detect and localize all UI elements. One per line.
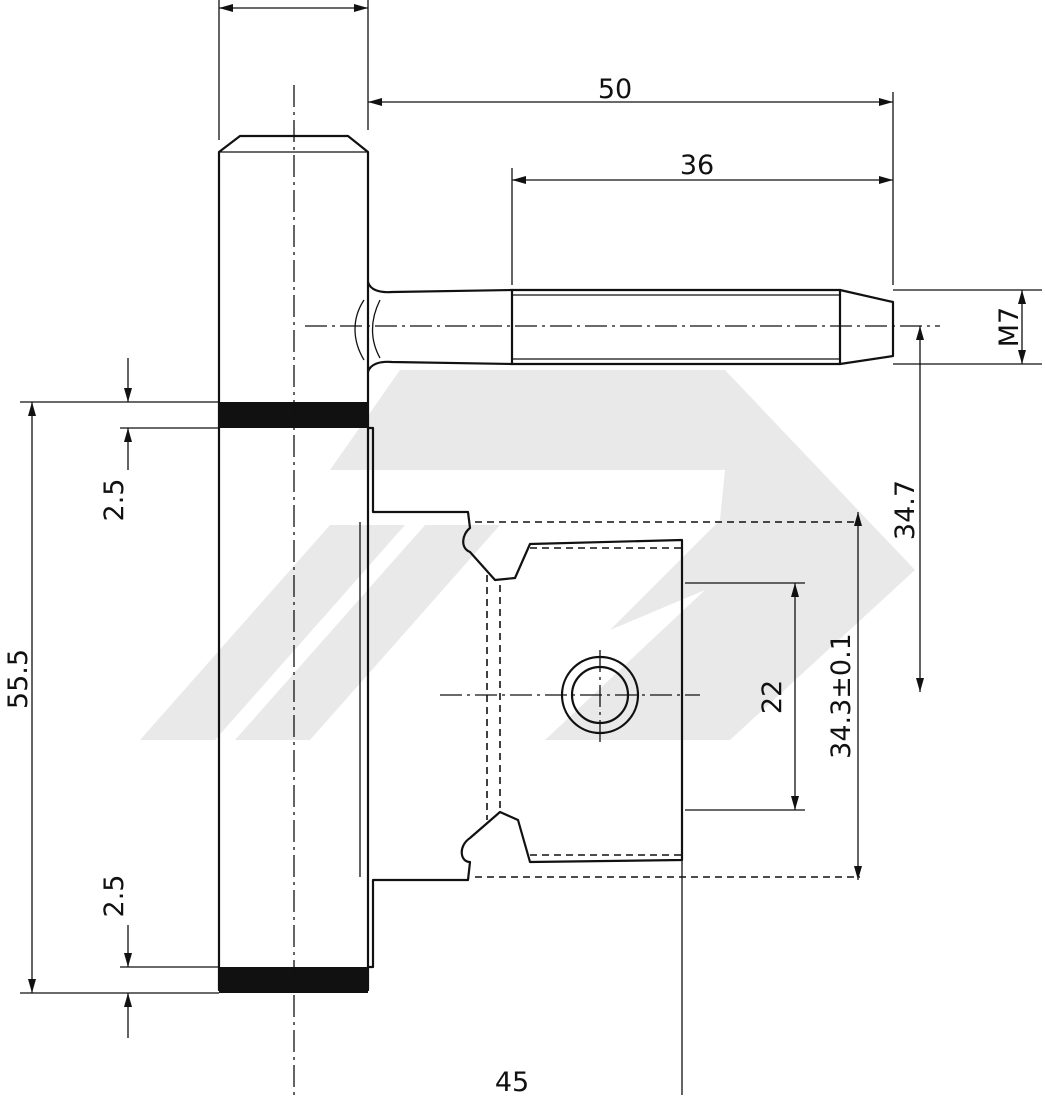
threaded-pin	[305, 280, 940, 374]
dim-2-5-top-label: 2.5	[99, 479, 130, 522]
dim-50-label: 50	[598, 74, 632, 105]
mounting-body	[359, 426, 860, 969]
dim-36-label: 36	[680, 150, 714, 181]
dim-34-3-label: 34.3±0.1	[826, 633, 857, 759]
dim-m7-label: M7	[994, 307, 1025, 347]
dim-55-5-label: 55.5	[3, 649, 34, 709]
dim-34-7-label: 34.7	[890, 480, 921, 540]
dim-22-label: 22	[757, 680, 788, 714]
dim-2-5-bottom-label: 2.5	[99, 875, 130, 918]
hinge-barrel	[217, 85, 370, 1095]
dim-45-label: 45	[495, 1067, 529, 1098]
dimension-lines	[28, 3, 1026, 1038]
